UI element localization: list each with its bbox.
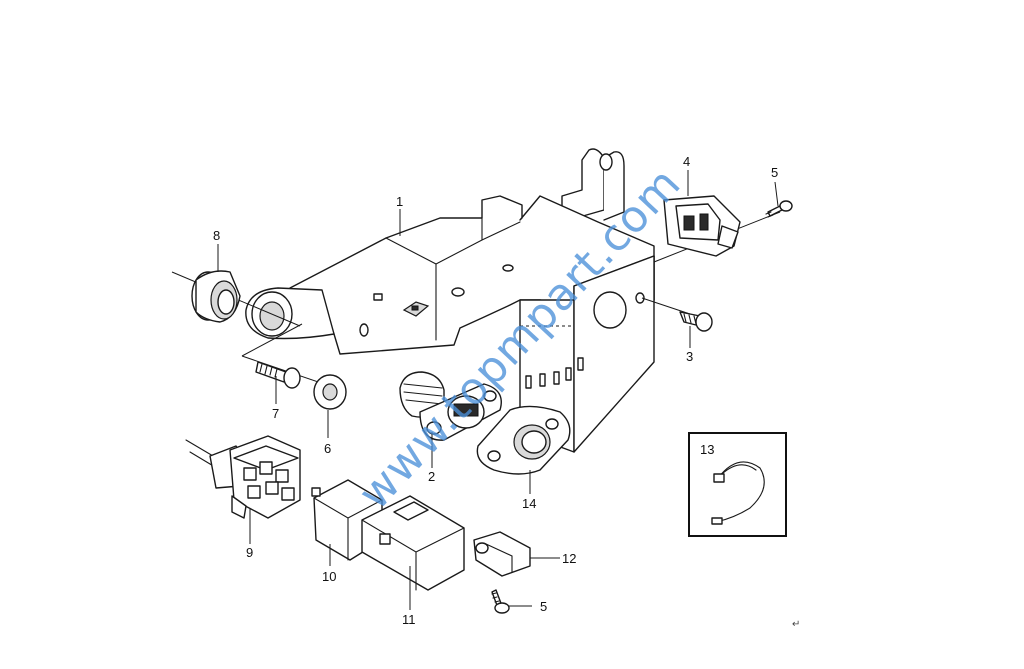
cable-tie-inset <box>688 432 787 537</box>
flange-part <box>476 405 571 475</box>
callout-13: 13 <box>700 442 714 457</box>
paragraph-mark: ↵ <box>792 619 800 630</box>
callout-3: 3 <box>686 349 693 364</box>
grommet-part <box>171 270 301 327</box>
lower-screw-part <box>491 589 510 614</box>
bolt-washer-part <box>241 323 347 410</box>
callout-12: 12 <box>562 551 576 566</box>
callout-2: 2 <box>428 469 435 484</box>
callout-labels: 1 2 3 4 5 5 6 7 8 9 10 11 12 13 14 <box>213 154 778 627</box>
callout-9: 9 <box>246 545 253 560</box>
sensor-part <box>399 371 502 441</box>
callout-6: 6 <box>324 441 331 456</box>
screw-part <box>641 297 713 332</box>
connector-part <box>185 435 301 519</box>
clip-part <box>473 531 531 577</box>
bracket-part <box>245 148 655 453</box>
callout-4: 4 <box>683 154 690 169</box>
callout-1: 1 <box>396 194 403 209</box>
callout-11: 11 <box>402 612 416 627</box>
switch-block-part <box>653 195 793 263</box>
callout-14: 14 <box>522 496 536 511</box>
callout-10: 10 <box>322 569 336 584</box>
callout-8: 8 <box>213 228 220 243</box>
callout-5-top: 5 <box>771 165 778 180</box>
callout-5-bottom: 5 <box>540 599 547 614</box>
control-unit-part <box>361 495 465 591</box>
callout-7: 7 <box>272 406 279 421</box>
leader-lines <box>217 170 779 610</box>
